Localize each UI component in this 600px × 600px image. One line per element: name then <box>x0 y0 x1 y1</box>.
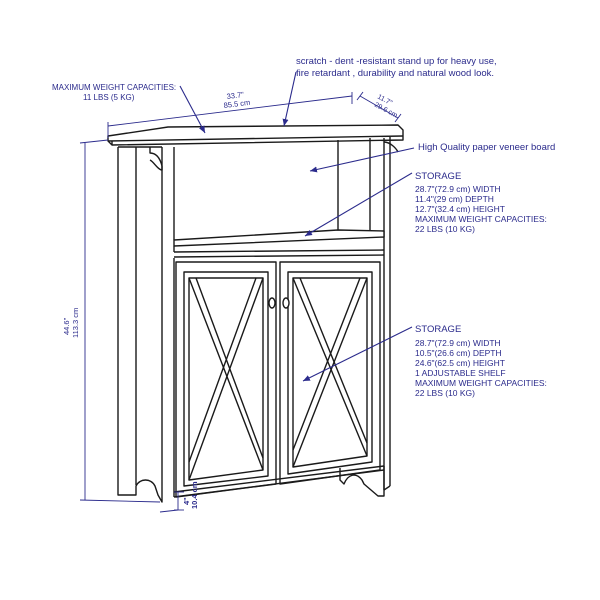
left-door <box>175 261 277 498</box>
weight-top-line2: 11 LBS (5 KG) <box>83 93 135 102</box>
top-board <box>107 124 404 146</box>
storage-lower-line: 1 ADJUSTABLE SHELF <box>415 368 506 378</box>
right-leg <box>339 466 385 497</box>
veneer-note: High Quality paper veneer board <box>418 142 555 153</box>
storage-upper-arrow <box>304 172 413 237</box>
scratch-note-line1: scratch - dent -resistant stand up for h… <box>296 56 497 67</box>
left-bracket <box>149 147 163 171</box>
storage-upper-line: 11.4"(29 cm) DEPTH <box>415 194 494 204</box>
leg-height-inches: 4" <box>182 497 191 505</box>
storage-upper-line: 12.7"(32.4 cm) HEIGHT <box>415 204 505 214</box>
storage-lower-line: 28.7"(72.9 cm) WIDTH <box>415 338 501 348</box>
storage-upper-block: STORAGE 28.7"(72.9 cm) WIDTH 11.4"(29 cm… <box>415 171 547 234</box>
storage-upper-title: STORAGE <box>415 171 461 182</box>
weight-top-line1: MAXIMUM WEIGHT CAPACITIES: <box>52 83 176 92</box>
right-door <box>279 261 381 485</box>
door-frame <box>173 258 385 498</box>
left-side-panel <box>117 146 163 503</box>
storage-lower-line: 10.5"(26.6 cm) DEPTH <box>415 348 502 358</box>
storage-upper-line: 28.7"(72.9 cm) WIDTH <box>415 184 501 194</box>
leg-height-cm: 10.4 cm <box>190 481 199 509</box>
storage-lower-line: 22 LBS (10 KG) <box>415 388 475 398</box>
scratch-note-line2: fire retardant , durability and natural … <box>296 68 494 79</box>
left-knob <box>268 297 276 309</box>
dimension-lines <box>79 91 402 513</box>
back-and-right-side <box>173 137 399 491</box>
weight-top-arrow <box>179 85 206 134</box>
cabinet-drawing <box>107 124 404 503</box>
storage-lower-arrow <box>302 326 413 382</box>
veneer-arrow <box>309 147 415 173</box>
right-knob <box>282 297 290 309</box>
width-inches: 33.7" <box>226 90 245 101</box>
height-inches: 44.6" <box>62 317 71 335</box>
storage-lower-line: MAXIMUM WEIGHT CAPACITIES: <box>415 378 547 388</box>
storage-lower-block: STORAGE 28.7"(72.9 cm) WIDTH 10.5"(26.6 … <box>415 324 547 398</box>
callout-arrows <box>179 71 415 382</box>
storage-upper-line: MAXIMUM WEIGHT CAPACITIES: <box>415 214 547 224</box>
scratch-arrow <box>282 71 297 127</box>
storage-lower-title: STORAGE <box>415 324 461 335</box>
height-cm: 113.3 cm <box>71 308 80 338</box>
width-cm: 85.5 cm <box>223 98 251 110</box>
storage-upper-line: 22 LBS (10 KG) <box>415 224 475 234</box>
middle-shelf <box>173 229 385 258</box>
storage-lower-line: 24.6"(62.5 cm) HEIGHT <box>415 358 505 368</box>
